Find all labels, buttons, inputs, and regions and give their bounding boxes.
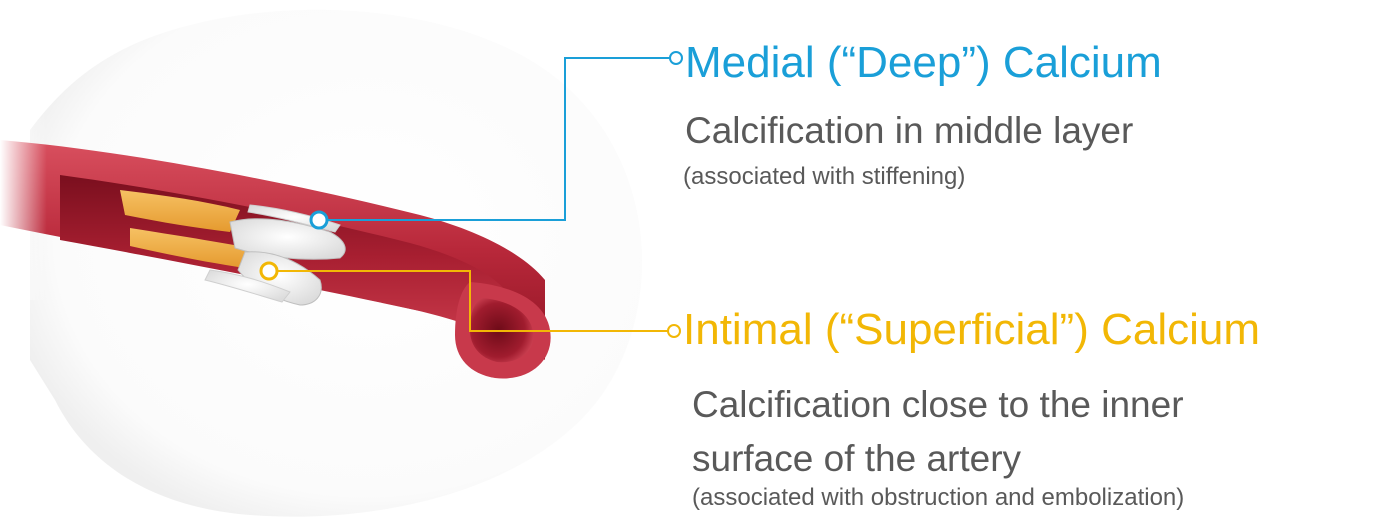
medial-calcium-title: Medial (“Deep”) Calcium <box>685 38 1162 89</box>
medial-calcium-note: (associated with stiffening) <box>683 163 965 192</box>
intimal-calcium-description-line2: surface of the artery <box>692 438 1021 481</box>
intimal-endpoint-icon <box>668 325 680 337</box>
intimal-calcium-description-line1: Calcification close to the inner <box>692 384 1184 427</box>
medial-marker-icon <box>311 212 327 228</box>
intimal-marker-icon <box>261 263 277 279</box>
intimal-calcium-note: (associated with obstruction and emboliz… <box>692 484 1184 513</box>
fade-overlay <box>0 100 260 300</box>
medial-endpoint-icon <box>670 52 682 64</box>
intimal-calcium-title: Intimal (“Superficial”) Calcium <box>683 305 1260 356</box>
medial-calcium-description: Calcification in middle layer <box>685 110 1133 153</box>
